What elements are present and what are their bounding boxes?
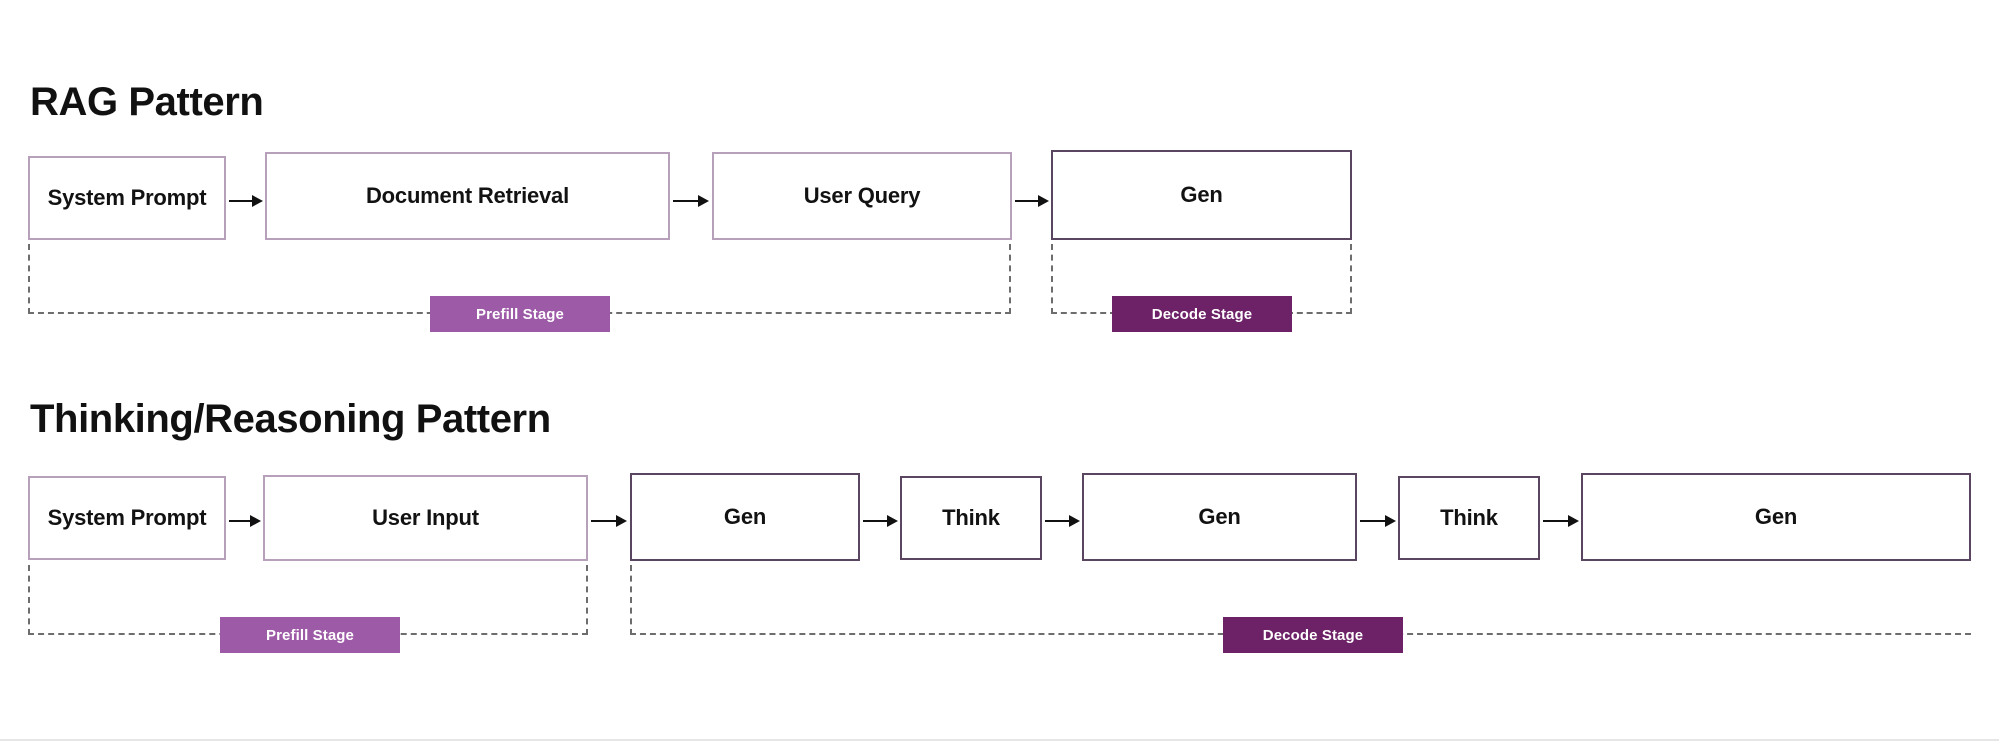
flow-box-label: Gen	[1754, 504, 1798, 529]
flow-box-gen-rag: Gen	[1051, 150, 1352, 240]
arrow-gen-2-to-think-2	[1360, 520, 1394, 522]
stage-badge-decode-rag: Decode Stage	[1112, 296, 1292, 332]
flow-box-document-retrieval: Document Retrieval	[265, 152, 670, 240]
flow-box-gen-2: Gen	[1082, 473, 1357, 561]
arrow-think-1-to-gen-2	[1045, 520, 1078, 522]
arrow-document-retrieval-to-user-query	[673, 200, 707, 202]
stage-badge-label: Prefill Stage	[476, 305, 564, 323]
flow-box-think-1: Think	[900, 476, 1042, 560]
flow-box-label: User Input	[372, 505, 479, 530]
arrow-system-prompt-to-document-retrieval	[229, 200, 261, 202]
flow-box-label: Think	[942, 505, 1000, 530]
arrow-user-input-to-gen-1	[591, 520, 625, 522]
flow-box-label: Gen	[1180, 182, 1223, 207]
stage-badge-prefill-thinking: Prefill Stage	[220, 617, 400, 653]
stage-badge-label: Prefill Stage	[266, 626, 354, 644]
flow-box-label: Gen	[1198, 504, 1241, 529]
arrow-user-query-to-gen	[1015, 200, 1047, 202]
flow-box-label: System Prompt	[47, 185, 207, 210]
arrow-think-2-to-gen-3	[1543, 520, 1577, 522]
stage-badge-decode-thinking: Decode Stage	[1223, 617, 1403, 653]
flow-box-user-input: User Input	[263, 475, 588, 561]
flow-box-label: Document Retrieval	[365, 183, 569, 208]
flow-box-gen-3: Gen	[1581, 473, 1971, 561]
flow-box-gen-1: Gen	[630, 473, 860, 561]
flow-box-user-query: User Query	[712, 152, 1012, 240]
stage-badge-prefill-rag: Prefill Stage	[430, 296, 610, 332]
section-title-rag: RAG Pattern	[30, 80, 264, 124]
arrow-gen-1-to-think-1	[863, 520, 896, 522]
stage-badge-label: Decode Stage	[1262, 626, 1364, 644]
flow-box-label: System Prompt	[47, 505, 207, 530]
section-title-thinking: Thinking/Reasoning Pattern	[30, 397, 551, 441]
stage-badge-label: Decode Stage	[1151, 305, 1253, 323]
flow-box-label: Gen	[723, 504, 767, 529]
flow-box-label: Think	[1440, 505, 1498, 530]
arrow-system-prompt-to-user-input	[229, 520, 259, 522]
flow-box-system-prompt-thinking: System Prompt	[28, 476, 226, 560]
flow-box-system-prompt-rag: System Prompt	[28, 156, 226, 240]
flow-box-think-2: Think	[1398, 476, 1540, 560]
flow-box-label: User Query	[803, 183, 921, 208]
